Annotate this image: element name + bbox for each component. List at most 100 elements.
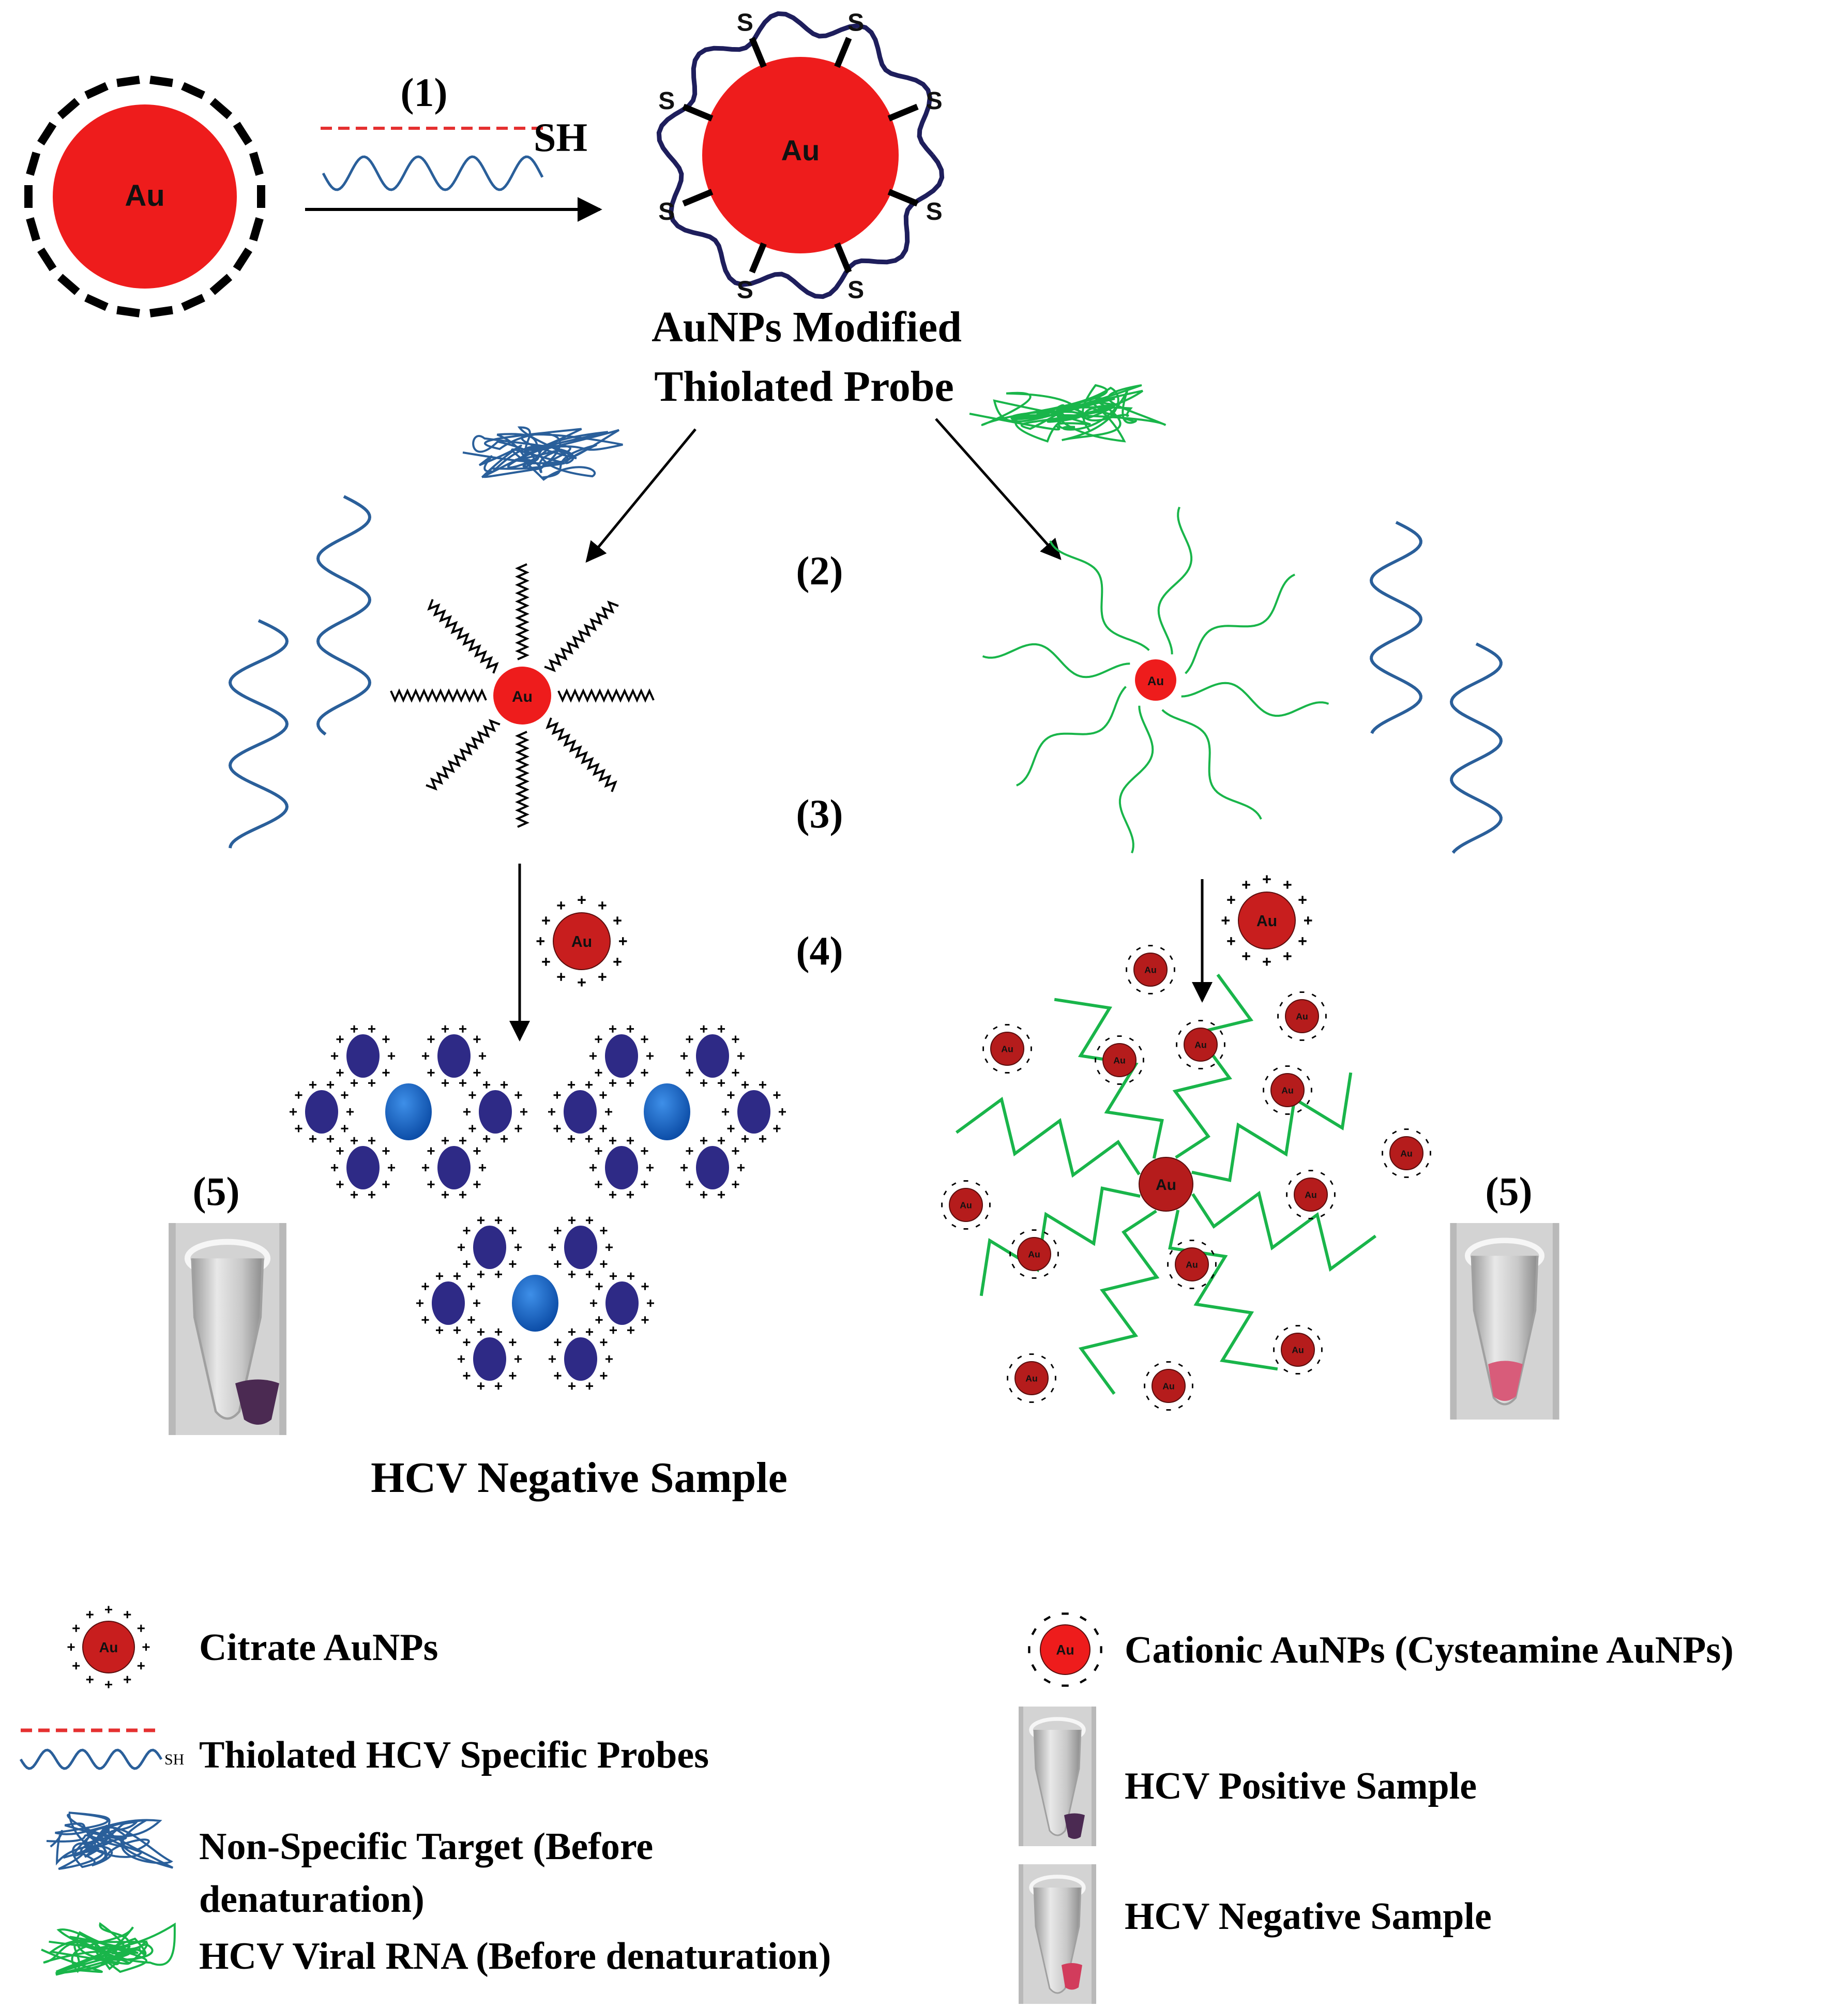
hybrid-strand [1054,998,1164,1159]
tangle-strand [969,384,1167,443]
surface-charges [290,1081,354,1143]
aggregated-particle [605,1281,639,1325]
tangle-strand [462,426,623,481]
particle-label: Au [1281,1085,1293,1095]
aggregate-core [385,1083,432,1140]
aggregated-particle [432,1281,465,1325]
hybridized-strand [1049,540,1150,651]
legend-thiolated-label: Thiolated HCV Specific Probes [199,1734,709,1776]
aggregated-particle [473,1337,506,1381]
particle-label: Au [1194,1039,1206,1050]
aggregated-particle [605,1034,638,1078]
particle-core [553,912,611,970]
surface-charges [458,1216,522,1278]
particle-label: Au [1400,1148,1412,1158]
probe-strand [557,688,655,703]
gold-nanoparticle: Au [1221,875,1312,966]
particle-core [1040,1624,1090,1675]
tangle-strand [41,1922,176,1976]
gold-nanoparticle: Au [536,896,627,987]
aggregated-particle [437,1146,471,1189]
particle-label: Au [1156,1176,1176,1194]
hybridized-strand [1118,705,1154,854]
particle-label: Au [1025,1373,1037,1383]
legend-nonspecific-line1: Non-Specific Target (Before [199,1825,653,1868]
aggregate-core [644,1083,690,1140]
hybridized-strand [1161,709,1262,820]
negative-charge [233,122,252,146]
aggregate-cluster [548,1025,786,1199]
negative-charge [37,122,57,146]
probe-strand [426,719,501,791]
gold-nanoparticle: Au [1009,1229,1059,1279]
particle-core [990,1032,1024,1066]
particle-label: Au [512,688,533,705]
gold-nanoparticle: Au [1286,1170,1336,1219]
surface-charges [549,1216,613,1278]
hybridized-strand [982,643,1130,678]
surface-charges [416,1272,480,1334]
surface-charges [463,1081,527,1143]
surface-charges [1028,1612,1102,1687]
viral-rna-icon [41,1922,176,1976]
surface-charges [1273,1325,1323,1375]
particle-core [82,1621,135,1673]
surface-charges [1167,1240,1217,1289]
legend-nonspecific-line2: denaturation) [199,1878,425,1921]
negative-charge [84,294,109,311]
surface-charges [548,1081,612,1143]
gold-nanoparticle: Au [1144,1361,1193,1411]
negative-charge [181,294,205,311]
surface-charges [331,1025,395,1087]
particle-core [1389,1136,1423,1170]
gold-nanoparticle: Au [1263,1065,1312,1115]
probe-strand [544,600,619,672]
negative-charge [149,306,173,318]
probe-strand [515,731,529,828]
hybridized-strand [1185,574,1296,674]
step-3-label: (3) [796,791,843,836]
legend-tube-purple-icon [1019,1707,1096,1846]
step-5-label-right: (5) [1486,1169,1533,1214]
aggregate-core [512,1275,558,1332]
legend-citrate-label: Citrate AuNPs [199,1626,438,1669]
gold-nanoparticle: Au [67,1606,150,1688]
surface-charges [941,1180,991,1230]
particle-label: Au [1113,1055,1125,1065]
cationic-aunp-icon: Au [1028,1612,1102,1687]
negative-charge [149,76,173,87]
aggregated-clusters [290,1025,786,1390]
gold-nanoparticle: Au [1277,991,1327,1041]
surface-charges [982,1024,1032,1074]
surface-charges [422,1025,486,1087]
citrate-aunp-icon: Au [67,1606,150,1688]
negative-charge [84,82,109,99]
particle-label: Au [1147,674,1164,688]
free-probe-waves-left [228,495,372,849]
gold-nanoparticle: Au [1382,1128,1431,1178]
aggregated-particle [696,1034,729,1078]
probe-strand [546,717,617,792]
gold-nanoparticle: Au [941,1180,991,1230]
surface-charges [1221,875,1312,966]
legend-cationic-label: Cationic AuNPs (Cysteamine AuNPs) [1125,1629,1734,1671]
hybrid-strand [979,1186,1141,1296]
particle-core [1294,1178,1328,1212]
particle-core [1152,1369,1186,1403]
probe-strand [390,688,487,703]
aggregate-cluster [290,1025,527,1199]
gold-nanoparticle: Au [1126,945,1175,994]
particle-label: Au [1028,1249,1040,1259]
thiol-bond [887,103,919,122]
aggregated-particle [696,1146,729,1189]
aggregated-particle [479,1090,512,1134]
aggregated-particle [437,1034,471,1078]
aggregated-particle [564,1090,597,1134]
citrate-gold-nanoparticle-large: Au [24,76,265,318]
thiol-s-label: S [737,9,753,36]
thiol-s-label: S [737,277,753,304]
gold-nanoparticle: Au [982,1024,1032,1074]
particle-label: Au [1256,913,1277,930]
thiol-s-label: S [658,87,675,115]
negative-charge [24,185,33,208]
